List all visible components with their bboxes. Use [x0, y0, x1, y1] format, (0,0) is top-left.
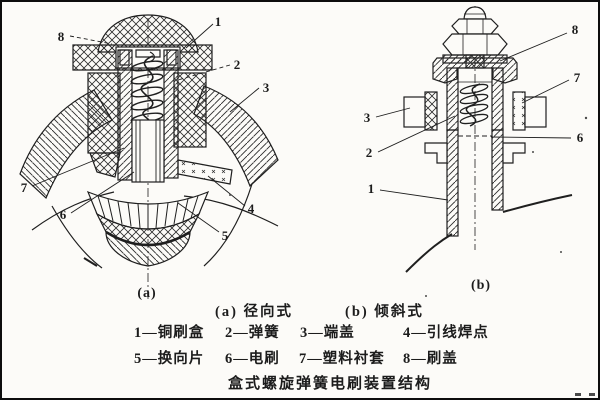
commutator-segment-lines — [97, 195, 199, 229]
tube-wall-right-upper — [491, 67, 504, 131]
flange-step-right — [502, 142, 526, 164]
leader-line — [375, 107, 411, 118]
callout-a-6: 6 — [60, 207, 67, 222]
callout-a-8: 8 — [58, 29, 65, 44]
figure-a — [19, 14, 279, 300]
scan-stroke — [83, 257, 98, 267]
nut-large — [442, 33, 508, 56]
lead-solder-strip — [177, 159, 233, 185]
spring-b — [459, 83, 489, 127]
leader-line — [207, 175, 246, 207]
speckle — [229, 194, 231, 196]
nut-small-facets — [466, 19, 484, 34]
liner-wall-right — [163, 49, 179, 179]
spring-coil — [459, 103, 489, 115]
leader-line — [229, 87, 260, 113]
speckle — [425, 295, 427, 297]
plastic-liner-strip — [512, 91, 526, 131]
brush-wall-lines — [135, 120, 161, 182]
figure-a-leaders — [31, 23, 260, 233]
figure-a-caption: (a) — [137, 286, 156, 301]
callout-b-1: 1 — [368, 181, 375, 196]
end-cover-block-right — [524, 96, 547, 128]
legend-item-4: 4—引线焊点 — [403, 323, 489, 341]
legend-item-5: 5—换向片 — [134, 349, 204, 367]
legend-item-1: 1—铜刷盒 — [134, 323, 204, 341]
caption-block: (a) 径向式 (b) 倾斜式 1—铜刷盒 2—弹簧 3—端盖 4—引线焊点 5… — [134, 302, 489, 392]
bolt-dome — [463, 6, 487, 20]
scan-speckles — [229, 116, 595, 396]
callout-b-6: 6 — [577, 130, 584, 145]
legend-item-2: 2—弹簧 — [225, 323, 280, 341]
flange-step-left — [424, 142, 448, 164]
leader-line — [177, 202, 220, 233]
brush-a — [131, 119, 165, 183]
brush-cover-dome — [97, 14, 199, 53]
diagram-title: 盒式螺旋弹簧电刷装置结构 — [227, 374, 432, 392]
leader-line — [379, 189, 449, 201]
tube-wall-left-upper — [446, 67, 459, 131]
end-cover-right — [193, 85, 279, 188]
figure-a-callouts: 8 1 2 3 4 5 6 7 (a) — [21, 14, 270, 301]
callout-a-3: 3 — [263, 80, 270, 95]
commutator-arc-right — [502, 194, 573, 213]
callout-a-1: 1 — [215, 14, 222, 29]
callout-a-5: 5 — [222, 228, 229, 243]
callout-a-2: 2 — [234, 57, 241, 72]
speckle — [575, 393, 581, 396]
callout-a-7: 7 — [21, 180, 28, 195]
nut-large-facets — [462, 34, 488, 55]
leader-line — [490, 136, 572, 139]
liner-wall-left — [117, 49, 133, 181]
leader-line — [177, 64, 231, 81]
callout-b-3: 3 — [364, 110, 371, 125]
leader-line — [521, 79, 570, 104]
spring-coil — [459, 83, 489, 95]
leader-line — [185, 23, 214, 49]
legend-item-3: 3—端盖 — [300, 323, 355, 341]
end-cover-left — [19, 89, 113, 200]
tube-wall-right-lower — [491, 129, 504, 211]
subtitle-a: (a) 径向式 — [215, 302, 293, 320]
figure-b-leaders — [375, 32, 572, 201]
leader-line — [69, 35, 113, 45]
spring-wire — [465, 83, 481, 127]
figure-b-caption: (b) — [471, 278, 491, 293]
housing-curve-left-inner — [31, 191, 115, 231]
speckle — [560, 251, 562, 253]
brush-box-lug — [89, 152, 121, 178]
leader-line — [377, 115, 456, 153]
spring-seat-bar — [135, 49, 161, 58]
figure-b-callouts: 8 7 6 3 2 1 (b) — [364, 22, 584, 293]
speckle — [589, 393, 595, 396]
callout-b-2: 2 — [366, 145, 373, 160]
legend-item-8: 8—刷盖 — [403, 349, 458, 367]
callout-b-8: 8 — [572, 22, 579, 37]
spring-coil — [459, 93, 489, 105]
housing-curve-right-outer — [203, 183, 253, 267]
callout-a-4: 4 — [248, 201, 255, 216]
leader-line — [499, 32, 568, 62]
end-cover-block-left — [403, 96, 426, 128]
commutator-arc-left — [405, 233, 453, 273]
speckle — [584, 116, 588, 120]
figure-b — [375, 6, 573, 273]
leader-line — [70, 171, 135, 214]
spring-wire — [140, 55, 154, 125]
side-crosshatch-strip — [424, 91, 438, 131]
tube-wall-left-lower — [446, 129, 459, 237]
callout-b-7: 7 — [574, 70, 581, 85]
housing-curve-left-outer — [51, 205, 103, 269]
subtitle-b: (b) 倾斜式 — [345, 302, 424, 320]
legend-item-7: 7—塑料衬套 — [299, 349, 385, 367]
nut-small — [451, 18, 499, 35]
leader-line — [31, 147, 125, 187]
commutator-core-arc — [105, 230, 191, 247]
speckle — [532, 151, 534, 153]
legend-item-6: 6—电刷 — [225, 349, 280, 367]
